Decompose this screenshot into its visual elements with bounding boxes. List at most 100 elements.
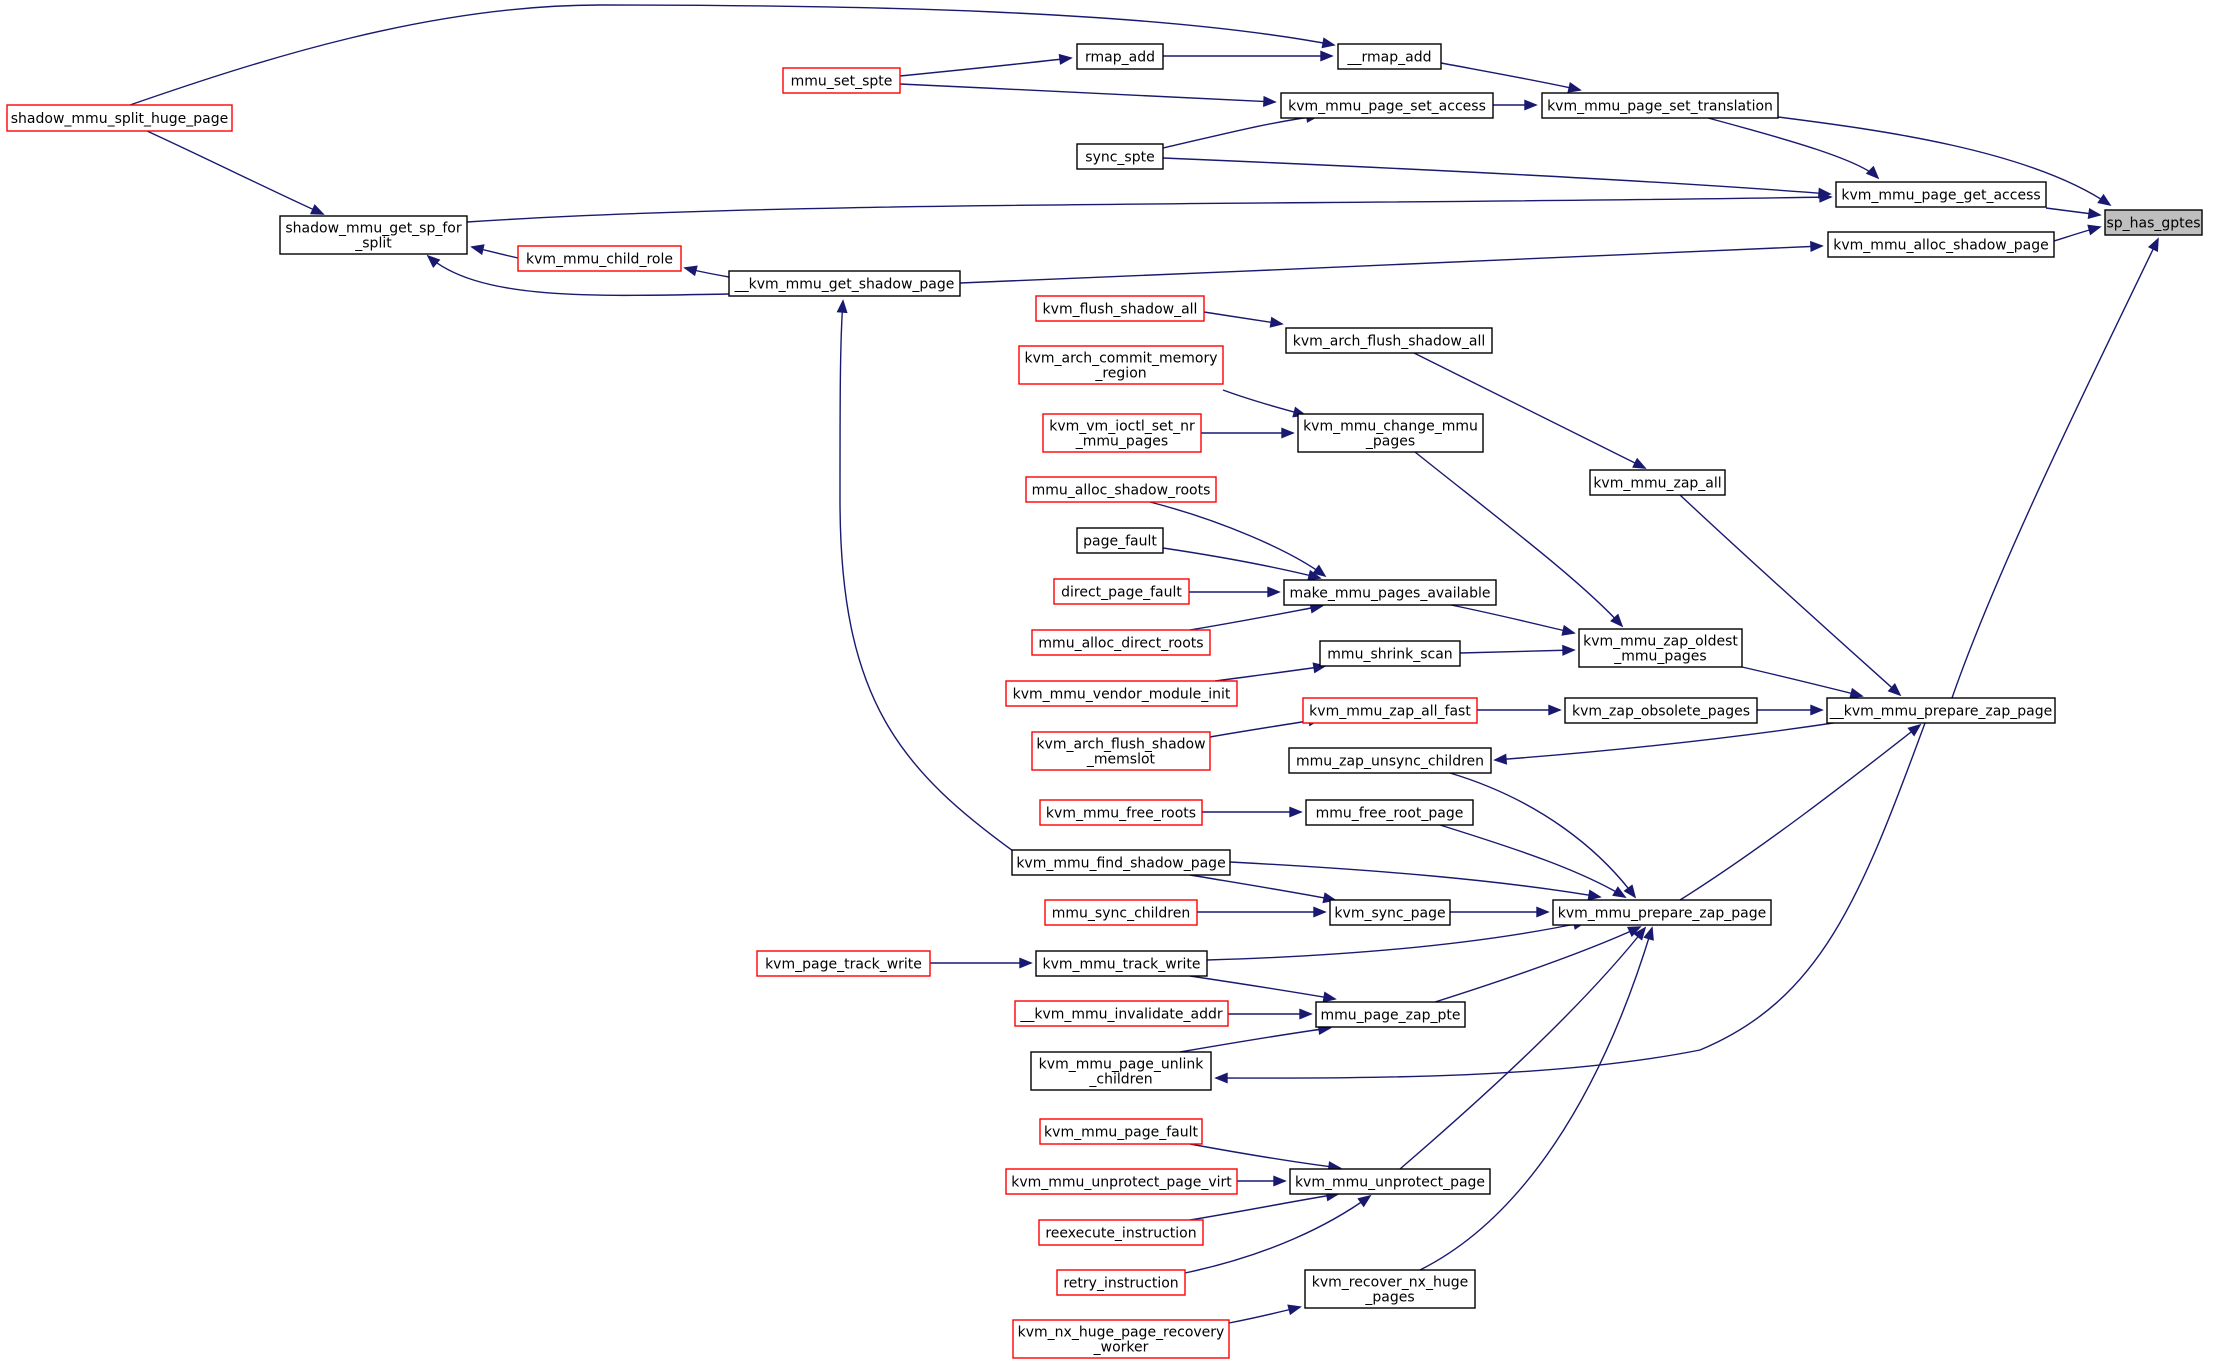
node-kvm_mmu_alloc_shadow_page[interactable]: kvm_mmu_alloc_shadow_page — [1827, 231, 2055, 258]
node-kvm_mmu_unprotect_page[interactable]: kvm_mmu_unprotect_page — [1289, 1168, 1491, 1195]
node-box[interactable] — [1337, 43, 1442, 70]
node-box[interactable] — [1552, 899, 1772, 926]
node-box[interactable] — [1018, 345, 1224, 385]
node-kvm_arch_flush_shadow_all[interactable]: kvm_arch_flush_shadow_all — [1285, 327, 1493, 354]
node-box[interactable] — [1039, 1118, 1203, 1145]
node-box[interactable] — [1053, 578, 1190, 605]
node-rmap_add[interactable]: rmap_add — [1076, 43, 1164, 70]
node-kvm_mmu_zap_all_fast[interactable]: kvm_mmu_zap_all_fast — [1302, 697, 1478, 724]
node-box[interactable] — [1578, 628, 1743, 668]
node-sync_spte[interactable]: sync_spte — [1076, 143, 1164, 170]
node-kvm_page_track_write[interactable]: kvm_page_track_write — [756, 950, 931, 977]
node-box[interactable] — [1056, 1269, 1186, 1296]
node-mmu_zap_unsync_children[interactable]: mmu_zap_unsync_children — [1288, 747, 1492, 774]
node-box[interactable] — [728, 270, 961, 297]
node-box[interactable] — [6, 104, 233, 132]
node-box[interactable] — [1305, 799, 1474, 826]
node-kvm_arch_commit_memory_region[interactable]: kvm_arch_commit_memory_region — [1018, 345, 1224, 385]
node-box[interactable] — [1035, 950, 1208, 977]
node-kvm_mmu_page_fault[interactable]: kvm_mmu_page_fault — [1039, 1118, 1203, 1145]
node-box[interactable] — [1030, 1051, 1212, 1091]
node-box[interactable] — [1289, 1168, 1491, 1195]
node-kvm_flush_shadow_all[interactable]: kvm_flush_shadow_all — [1035, 295, 1205, 322]
node-kvm_mmu_page_get_access[interactable]: kvm_mmu_page_get_access — [1835, 181, 2047, 208]
node-box[interactable] — [1835, 181, 2047, 208]
node-box[interactable] — [1039, 799, 1203, 826]
node-box[interactable] — [782, 67, 901, 94]
node-kvm_mmu_page_set_access[interactable]: kvm_mmu_page_set_access — [1280, 92, 1494, 119]
node-retry_instruction[interactable]: retry_instruction — [1056, 1269, 1186, 1296]
node-box[interactable] — [279, 215, 468, 255]
node-box[interactable] — [1329, 899, 1451, 926]
node-__kvm_mmu_invalidate_addr[interactable]: __kvm_mmu_invalidate_addr — [1014, 1000, 1229, 1027]
node-box[interactable] — [1035, 295, 1205, 322]
node-kvm_mmu_unprotect_page_virt[interactable]: kvm_mmu_unprotect_page_virt — [1005, 1168, 1238, 1195]
node-mmu_set_spte[interactable]: mmu_set_spte — [782, 67, 901, 94]
node-box[interactable] — [756, 950, 931, 977]
node-kvm_mmu_zap_oldest_mmu_pages[interactable]: kvm_mmu_zap_oldest_mmu_pages — [1578, 628, 1743, 668]
node-kvm_zap_obsolete_pages[interactable]: kvm_zap_obsolete_pages — [1564, 697, 1758, 724]
node-box[interactable] — [1302, 697, 1478, 724]
node-kvm_mmu_find_shadow_page[interactable]: kvm_mmu_find_shadow_page — [1011, 849, 1231, 876]
node-kvm_mmu_zap_all[interactable]: kvm_mmu_zap_all — [1589, 469, 1726, 496]
node-mmu_sync_children[interactable]: mmu_sync_children — [1044, 899, 1198, 926]
node-box[interactable] — [1031, 731, 1211, 771]
node-box[interactable] — [1280, 92, 1494, 119]
node-box[interactable] — [1076, 527, 1164, 554]
node-shadow_mmu_split_huge_page[interactable]: shadow_mmu_split_huge_page — [6, 104, 233, 132]
node-kvm_mmu_page_unlink_children[interactable]: kvm_mmu_page_unlink_children — [1030, 1051, 1212, 1091]
node-page_fault[interactable]: page_fault — [1076, 527, 1164, 554]
node-box[interactable] — [1826, 697, 2056, 724]
node-kvm_mmu_vendor_module_init[interactable]: kvm_mmu_vendor_module_init — [1005, 680, 1238, 707]
node-__rmap_add[interactable]: __rmap_add — [1337, 43, 1442, 70]
node-box[interactable] — [1827, 231, 2055, 258]
node-kvm_sync_page[interactable]: kvm_sync_page — [1329, 899, 1451, 926]
node-box[interactable] — [1283, 579, 1497, 606]
node-mmu_shrink_scan[interactable]: mmu_shrink_scan — [1319, 640, 1461, 667]
node-box[interactable] — [1285, 327, 1493, 354]
node-box[interactable] — [1076, 43, 1164, 70]
node-box[interactable] — [1038, 1219, 1204, 1246]
node-mmu_alloc_direct_roots[interactable]: mmu_alloc_direct_roots — [1031, 629, 1211, 656]
node-box[interactable] — [1014, 1000, 1229, 1027]
node-box[interactable] — [2104, 209, 2203, 236]
node-box[interactable] — [1025, 476, 1217, 503]
node-kvm_mmu_child_role[interactable]: kvm_mmu_child_role — [517, 245, 682, 272]
node-box[interactable] — [1319, 640, 1461, 667]
node-mmu_page_zap_pte[interactable]: mmu_page_zap_pte — [1315, 1001, 1466, 1028]
node-box[interactable] — [1315, 1001, 1466, 1028]
node-mmu_free_root_page[interactable]: mmu_free_root_page — [1305, 799, 1474, 826]
node-reexecute_instruction[interactable]: reexecute_instruction — [1038, 1219, 1204, 1246]
node-box[interactable] — [1012, 1319, 1230, 1359]
node-box[interactable] — [1288, 747, 1492, 774]
node-box[interactable] — [1541, 92, 1779, 119]
node-make_mmu_pages_available[interactable]: make_mmu_pages_available — [1283, 579, 1497, 606]
node-box[interactable] — [1005, 680, 1238, 707]
node-box[interactable] — [1011, 849, 1231, 876]
node-box[interactable] — [1044, 899, 1198, 926]
node-box[interactable] — [1564, 697, 1758, 724]
node-box[interactable] — [1304, 1269, 1476, 1309]
node-box[interactable] — [1297, 413, 1484, 453]
node-direct_page_fault[interactable]: direct_page_fault — [1053, 578, 1190, 605]
node-kvm_mmu_free_roots[interactable]: kvm_mmu_free_roots — [1039, 799, 1203, 826]
node-kvm_recover_nx_huge_pages[interactable]: kvm_recover_nx_huge_pages — [1304, 1269, 1476, 1309]
node-kvm_nx_huge_page_recovery_worker[interactable]: kvm_nx_huge_page_recovery_worker — [1012, 1319, 1230, 1359]
node-mmu_alloc_shadow_roots[interactable]: mmu_alloc_shadow_roots — [1025, 476, 1217, 503]
node-kvm_vm_ioctl_set_nr_mmu_pages[interactable]: kvm_vm_ioctl_set_nr_mmu_pages — [1042, 413, 1202, 453]
node-__kvm_mmu_prepare_zap_page[interactable]: __kvm_mmu_prepare_zap_page — [1826, 697, 2056, 724]
node-kvm_mmu_page_set_translation[interactable]: kvm_mmu_page_set_translation — [1541, 92, 1779, 119]
node-shadow_mmu_get_sp_for_split[interactable]: shadow_mmu_get_sp_for_split — [279, 215, 468, 255]
node-box[interactable] — [1076, 143, 1164, 170]
node-sp_has_gptes[interactable]: sp_has_gptes — [2104, 209, 2203, 236]
node-box[interactable] — [1031, 629, 1211, 656]
node-kvm_mmu_prepare_zap_page[interactable]: kvm_mmu_prepare_zap_page — [1552, 899, 1772, 926]
node-kvm_arch_flush_shadow_memslot[interactable]: kvm_arch_flush_shadow_memslot — [1031, 731, 1211, 771]
node-box[interactable] — [1589, 469, 1726, 496]
node-box[interactable] — [517, 245, 682, 272]
node-box[interactable] — [1005, 1168, 1238, 1195]
node-__kvm_mmu_get_shadow_page[interactable]: __kvm_mmu_get_shadow_page — [728, 270, 961, 297]
node-box[interactable] — [1042, 413, 1202, 453]
node-kvm_mmu_change_mmu_pages[interactable]: kvm_mmu_change_mmu_pages — [1297, 413, 1484, 453]
node-kvm_mmu_track_write[interactable]: kvm_mmu_track_write — [1035, 950, 1208, 977]
